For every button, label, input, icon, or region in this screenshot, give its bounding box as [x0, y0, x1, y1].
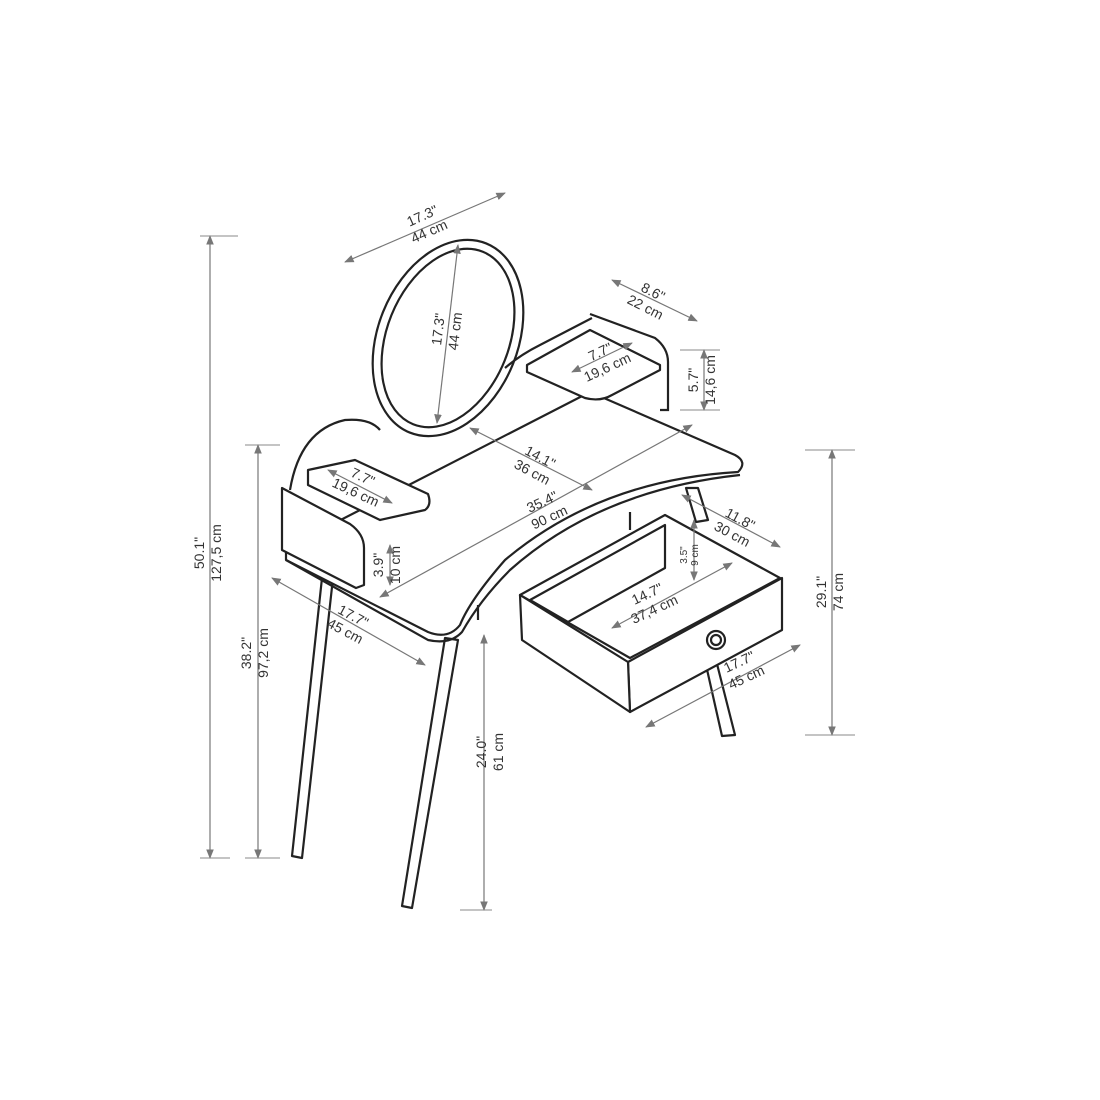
svg-text:17.3": 17.3"	[428, 312, 448, 346]
mirror-width-label: 17.3"44 cm	[404, 202, 450, 246]
svg-text:29.1": 29.1"	[813, 576, 829, 608]
svg-text:50.1": 50.1"	[191, 537, 207, 569]
table-height-label: 29.1"74 cm	[813, 573, 846, 611]
svg-text:74 cm: 74 cm	[830, 573, 846, 611]
svg-text:127,5 cm: 127,5 cm	[208, 524, 224, 582]
svg-text:44 cm: 44 cm	[445, 311, 466, 351]
right-shelf-width-label: 8.6"22 cm	[625, 279, 668, 323]
leg-front-left	[400, 636, 460, 910]
leg-back-left	[290, 576, 335, 860]
svg-text:5.7": 5.7"	[685, 368, 701, 392]
dimension-lines	[200, 192, 855, 911]
shelf-total-height-label: 38.2"97,2 cm	[238, 628, 271, 678]
svg-text:61 cm: 61 cm	[490, 733, 506, 771]
svg-text:38.2": 38.2"	[238, 637, 254, 669]
left-side-depth-label: 17.7"45 cm	[325, 601, 372, 647]
total-height-label: 50.1"127,5 cm	[191, 524, 224, 582]
drawer-knob[interactable]	[705, 629, 727, 651]
svg-text:24.0": 24.0"	[473, 736, 489, 768]
dimension-labels: 17.3"44 cm 17.3"44 cm 8.6"22 cm 7.7"19,6…	[191, 202, 846, 771]
svg-text:14,6 cm: 14,6 cm	[702, 355, 718, 405]
svg-text:10 cm: 10 cm	[387, 546, 403, 584]
leg-back-right	[684, 486, 710, 524]
svg-text:3.5": 3.5"	[679, 546, 690, 564]
svg-text:3.9": 3.9"	[370, 553, 386, 577]
leg-height-label: 24.0"61 cm	[473, 733, 506, 771]
drawer-depth-label: 11.8"30 cm	[712, 504, 758, 549]
svg-text:97,2 cm: 97,2 cm	[255, 628, 271, 678]
svg-text:9 cm: 9 cm	[690, 544, 701, 566]
left-shelf-height-label: 3.9"10 cm	[370, 546, 403, 584]
mirror-height-label: 17.3"44 cm	[428, 311, 466, 351]
right-shelf-height-label: 5.7"14,6 cm	[685, 355, 718, 405]
drawer-height-label: 3.5"9 cm	[679, 544, 701, 566]
